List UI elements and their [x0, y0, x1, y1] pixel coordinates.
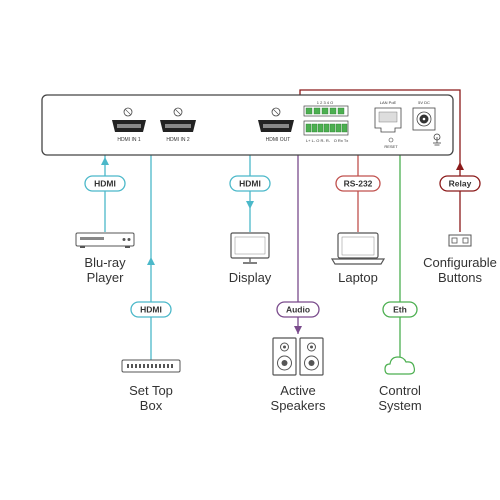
pill-hdmi-display: HDMI — [229, 175, 271, 192]
pill-hdmi-settop: HDMI — [130, 301, 172, 318]
arrow-display — [246, 201, 254, 209]
pill-relay: Relay — [439, 175, 481, 192]
arrow-hdmi-in1 — [101, 157, 109, 165]
audio-rs232-terminal-block[interactable]: L+ L- O R- R- O Rx Tx — [303, 120, 349, 143]
unit-body — [41, 94, 454, 156]
pill-eth-label: Eth — [393, 305, 407, 315]
pill-audio-label: Audio — [286, 305, 310, 315]
bluray-label-line2: Player — [87, 270, 125, 285]
reset-button[interactable]: RESET — [384, 137, 398, 149]
audio-terms-label: L+ L- O R- R- — [306, 138, 331, 143]
device-settop: Set Top Box — [121, 359, 181, 413]
pill-relay-label: Relay — [449, 179, 472, 189]
display-monitor-icon — [230, 232, 270, 264]
device-laptop: Laptop — [330, 232, 386, 285]
lan-label: LAN PoE — [380, 100, 397, 105]
pill-eth: Eth — [382, 301, 418, 318]
buttons-icon — [448, 234, 472, 247]
pill-hdmi-bluray-label: HDMI — [94, 179, 116, 189]
control-label-line2: System — [378, 398, 421, 413]
buttons-label-line1: Configurable — [423, 255, 497, 270]
device-display: Display — [229, 232, 272, 285]
gpio-terminal-block[interactable]: 1 2 3 4 O — [303, 100, 349, 117]
laptop-label: Laptop — [338, 270, 378, 285]
device-speakers: Active Speakers — [271, 337, 326, 413]
pill-hdmi-bluray: HDMI — [84, 175, 126, 192]
bluray-label-line1: Blu-ray — [84, 255, 126, 270]
device-control: Control System — [378, 356, 422, 413]
reset-label: RESET — [384, 144, 398, 149]
lan-port[interactable]: LAN PoE — [374, 100, 402, 133]
dc-label: 5V DC — [418, 100, 430, 105]
dc-power-port[interactable]: 5V DC — [412, 100, 436, 131]
pill-hdmi-settop-label: HDMI — [140, 305, 162, 315]
arrow-hdmi-in2 — [147, 257, 155, 265]
device-bluray: Blu-ray Player — [75, 232, 135, 285]
line-settop-hdmi-in2 — [150, 124, 160, 360]
switcher-unit: HDMI IN 1 HDMI IN 2 HDMI OUT 1 2 3 4 O — [41, 94, 454, 156]
ground-icon — [433, 133, 441, 146]
speakers-icon — [272, 337, 324, 376]
speakers-label-line1: Active — [280, 383, 315, 398]
hdmi-in2-label: HDMI IN 2 — [166, 137, 190, 143]
hdmi-out-port[interactable]: HDMI OUT — [258, 107, 294, 143]
pill-hdmi-display-label: HDMI — [239, 179, 261, 189]
arrow-relay — [456, 162, 464, 170]
device-buttons: Configurable Buttons — [423, 234, 497, 285]
set-top-box-icon — [121, 359, 181, 373]
hdmi-in1-label: HDMI IN 1 — [117, 137, 141, 143]
hdmi-in2-port[interactable]: HDMI IN 2 — [160, 107, 196, 143]
rs232-terms-label: O Rx Tx — [334, 138, 349, 143]
control-label-line1: Control — [379, 383, 421, 398]
hdmi-in1-port[interactable]: HDMI IN 1 — [112, 107, 146, 143]
pill-rs232-label: RS-232 — [344, 179, 373, 189]
settop-label-line1: Set Top — [129, 383, 173, 398]
hdmi-out-label: HDMI OUT — [266, 137, 291, 143]
buttons-label-line2: Buttons — [438, 270, 483, 285]
arrow-audio — [294, 326, 302, 334]
speakers-label-line2: Speakers — [271, 398, 326, 413]
settop-label-line2: Box — [140, 398, 163, 413]
gpio-terms-label: 1 2 3 4 O — [317, 100, 333, 105]
display-label: Display — [229, 270, 272, 285]
laptop-icon — [330, 232, 386, 265]
pill-rs232: RS-232 — [335, 175, 381, 192]
cloud-icon — [384, 356, 416, 375]
blu-ray-player-icon — [75, 232, 135, 248]
pill-audio: Audio — [276, 301, 320, 318]
